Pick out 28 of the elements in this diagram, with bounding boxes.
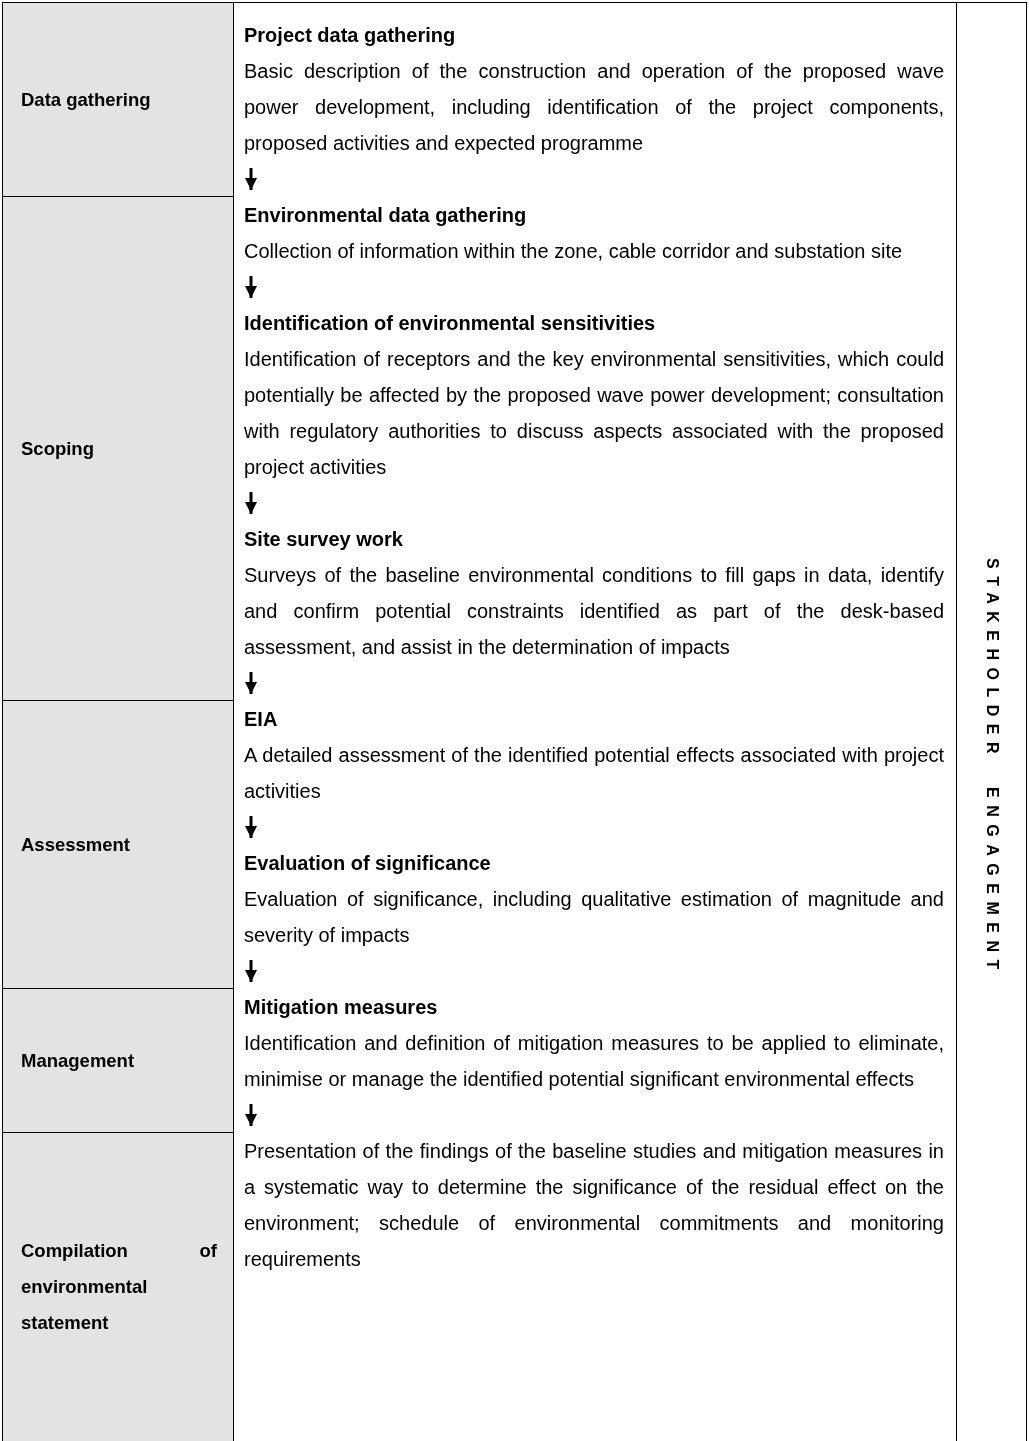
down-arrow (245, 1104, 257, 1126)
step-heading: Mitigation measures (244, 995, 439, 1020)
down-arrow (245, 672, 257, 694)
step-description: Collection of information within the zone, cable corridor and substation site (244, 239, 904, 264)
stage-band: Management (3, 989, 234, 1133)
stage-band: Scoping (3, 197, 234, 701)
down-arrow (245, 960, 257, 982)
step-description: Identification of receptors and the key environmental sensitivities, which could potentially be affected by the proposed wave power development; consultation with regulatory authorities to discuss aspects associated with the proposed project activities (244, 347, 944, 480)
step-heading: Evaluation of significance (244, 851, 492, 876)
down-arrow (245, 492, 257, 514)
step-heading: Project data gathering (244, 23, 457, 48)
step-description: Surveys of the baseline environmental conditions to fill gaps in data, identify and confirm potential constraints identified as part of the desk-based assessment, and assist in the determination of impacts (244, 563, 944, 660)
stage-band: Compilation of environmental statement (3, 1133, 234, 1441)
step-description: Basic description of the construction and operation of the proposed wave power development, including identification of the project components, proposed activities and expected programme (244, 59, 944, 156)
stage-band: Data gathering (3, 3, 234, 197)
down-arrow (245, 276, 257, 298)
step-heading: Site survey work (244, 527, 404, 552)
step-description: Identification and definition of mitigation measures to be applied to eliminate, minimise or manage the identified potential significant environmental effects (244, 1031, 944, 1092)
down-arrow (245, 816, 257, 838)
vertical-label: STAKEHOLDER ENGAGEMENT (982, 558, 1001, 977)
down-arrow (245, 168, 257, 190)
step-heading: Identification of environmental sensitivities (244, 311, 657, 336)
step-heading: Environmental data gathering (244, 203, 528, 228)
step-description: Presentation of the findings of the baseline studies and mitigation measures in a systematic way to determine the significance of the residual effect on the environment; schedule of environmental commitments and monitoring requirements (244, 1139, 944, 1272)
step-heading: EIA (244, 707, 279, 732)
step-description: Evaluation of significance, including qualitative estimation of magnitude and severity of impacts (244, 887, 944, 948)
stage-band: Assessment (3, 701, 234, 989)
step-description: A detailed assessment of the identified potential effects associated with project activities (244, 743, 944, 804)
